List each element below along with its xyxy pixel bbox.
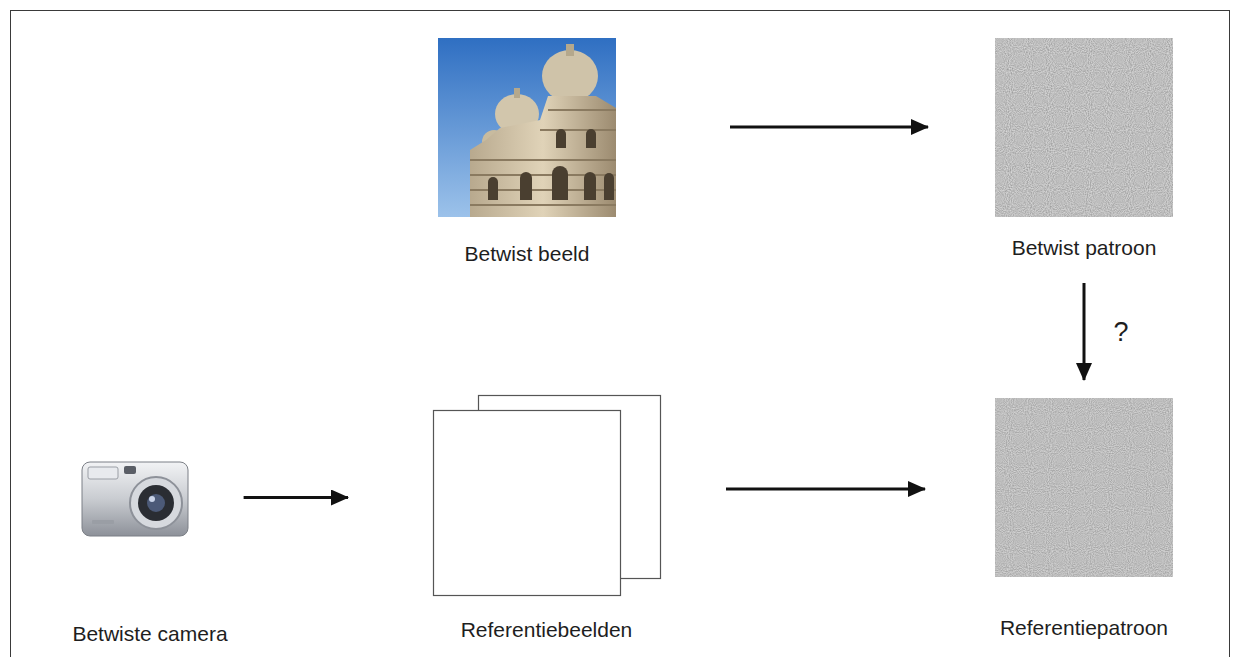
- flow-arrow: [726, 488, 925, 491]
- image-node: Betwist patroon: [995, 38, 1173, 263]
- node-caption: Referentiebeelden: [433, 617, 660, 643]
- caption-run: Betwist patroon: [1012, 235, 1157, 261]
- lens-glass: [147, 494, 165, 512]
- image-node: Betwiste camera: [68, 455, 231, 649]
- node-caption: Betwiste camera: [68, 621, 231, 647]
- image-node: Referentiebeelden: [433, 395, 660, 645]
- camera-detail: [92, 520, 114, 524]
- windows: [488, 129, 614, 200]
- camera-icon: [82, 462, 188, 536]
- dome: [542, 50, 598, 102]
- camera-flash: [88, 467, 118, 479]
- lantern: [566, 44, 574, 56]
- caption-run: Betwist beeld: [465, 241, 590, 267]
- reference-sheet: [434, 411, 621, 596]
- lens-ring: [130, 477, 182, 529]
- image-node: Betwist beeld: [438, 38, 616, 269]
- flow-arrow: [244, 496, 348, 499]
- cathedral-photo: [438, 38, 616, 217]
- camera-body: [82, 462, 188, 536]
- viewfinder: [124, 466, 136, 474]
- image-node: Referentiepatroon: [995, 398, 1173, 643]
- noise-pattern: [995, 38, 1173, 217]
- node-caption: Referentiepatroon: [995, 615, 1173, 641]
- facade: [470, 96, 616, 217]
- lens-glint: [149, 496, 155, 502]
- caption-run: Referentiebeelden: [461, 617, 633, 643]
- edge-label: ?: [1110, 316, 1131, 348]
- frame-border: [11, 11, 1230, 657]
- lantern: [514, 88, 520, 98]
- noise-pattern: [995, 398, 1173, 577]
- caption-run: Referentiepatroon: [1000, 615, 1168, 641]
- flow-arrow: [730, 126, 928, 129]
- sky: [438, 38, 616, 217]
- flow-arrow: [1083, 283, 1086, 380]
- node-caption: Betwist patroon: [995, 235, 1173, 261]
- stripes: [470, 110, 616, 205]
- lens: [138, 485, 174, 521]
- caption-run: Betwiste camera: [72, 621, 227, 647]
- node-caption: Betwist beeld: [438, 241, 616, 267]
